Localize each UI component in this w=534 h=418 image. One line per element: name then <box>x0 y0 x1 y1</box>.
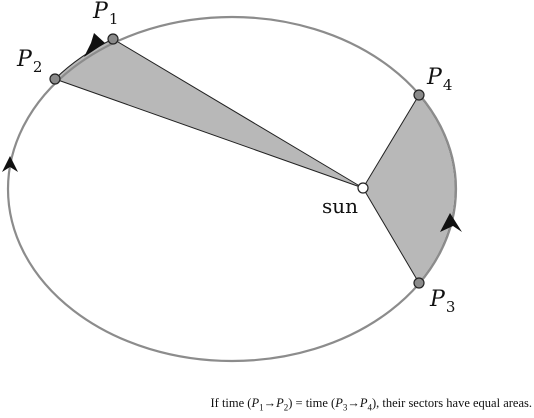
point-p2 <box>49 73 61 85</box>
point-p4 <box>413 89 425 101</box>
orbit-ellipse <box>6 15 458 363</box>
label-sun: sun <box>322 194 358 218</box>
point-p3 <box>413 277 425 289</box>
sun-point <box>357 182 369 194</box>
label-p3: P3 <box>429 287 455 316</box>
orbit-arrow-right-icon <box>440 213 462 232</box>
sector-p3-p4 <box>362 94 456 284</box>
point-p1 <box>107 33 119 45</box>
orbit-arrow-top-icon <box>84 33 105 57</box>
label-p4: P4 <box>426 65 452 94</box>
label-p2: P2 <box>16 47 42 76</box>
orbit-arrow-left-icon <box>2 156 18 172</box>
sector-p1-p2 <box>54 38 364 189</box>
label-p1: P1 <box>92 0 118 28</box>
